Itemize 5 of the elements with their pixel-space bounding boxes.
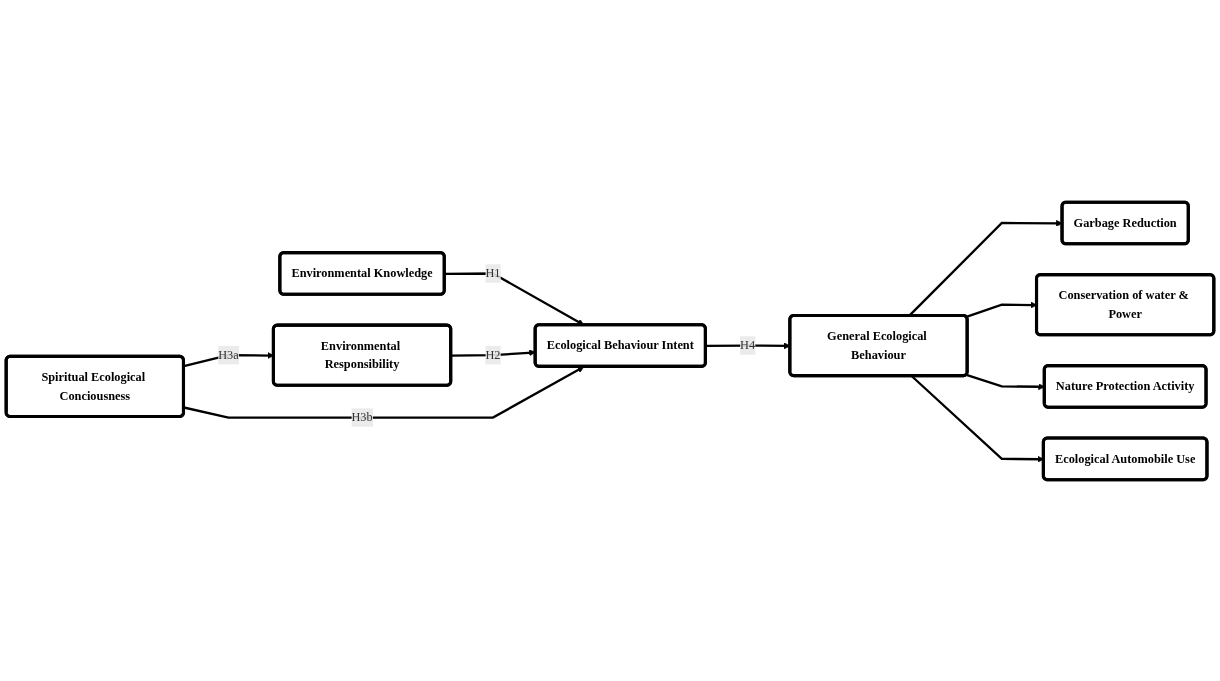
edge-label: H4 bbox=[740, 338, 756, 352]
edge-label: H1 bbox=[485, 266, 501, 280]
edge-label: H3b bbox=[351, 410, 373, 424]
edge-label: H2 bbox=[485, 347, 501, 361]
edge-label: H3a bbox=[218, 347, 239, 361]
